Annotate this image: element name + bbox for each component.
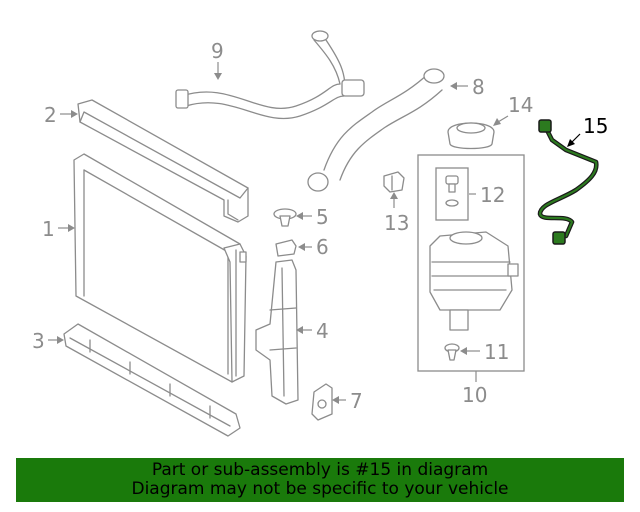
callout-13: 13 bbox=[384, 192, 409, 235]
part-1-radiator bbox=[73, 153, 247, 383]
callout-7-label: 7 bbox=[350, 389, 363, 413]
callout-14-label: 14 bbox=[508, 93, 533, 117]
part-7-bracket bbox=[311, 383, 333, 421]
callout-11: 11 bbox=[460, 340, 509, 364]
callout-10-label: 10 bbox=[462, 383, 487, 407]
part-10-expansion-tank-box bbox=[417, 154, 525, 372]
callout-4-label: 4 bbox=[316, 319, 329, 343]
callout-14: 14 bbox=[493, 93, 533, 126]
callout-11-label: 11 bbox=[484, 340, 509, 364]
callout-1-label: 1 bbox=[42, 217, 55, 241]
part-9-upper-hose bbox=[175, 30, 365, 120]
callout-8-label: 8 bbox=[472, 75, 485, 99]
part-3-lower-deflector bbox=[63, 323, 241, 437]
callout-10: 10 bbox=[462, 371, 487, 407]
part-8-lower-hose bbox=[307, 68, 445, 192]
callout-4: 4 bbox=[296, 319, 329, 343]
part-4-side-duct bbox=[255, 259, 299, 405]
callout-13-label: 13 bbox=[384, 211, 409, 235]
part-15-sensor-harness bbox=[537, 119, 599, 245]
callout-15-label: 15 bbox=[583, 114, 608, 138]
callout-1: 1 bbox=[42, 217, 75, 241]
callout-9-label: 9 bbox=[211, 39, 224, 63]
callout-5-label: 5 bbox=[316, 205, 329, 229]
callout-3-label: 3 bbox=[32, 329, 45, 353]
callout-6: 6 bbox=[298, 235, 329, 259]
part-13-clamp bbox=[383, 171, 405, 193]
callout-9: 9 bbox=[211, 39, 224, 80]
part-5-clip bbox=[273, 208, 297, 227]
callout-12: 12 bbox=[469, 183, 505, 207]
part-14-cap bbox=[447, 122, 495, 150]
callout-2: 2 bbox=[44, 103, 78, 127]
callout-6-label: 6 bbox=[316, 235, 329, 259]
part-6-retainer bbox=[275, 239, 297, 257]
part-2-upper-support bbox=[77, 99, 249, 223]
banner-line-2: Diagram may not be specific to your vehi… bbox=[131, 479, 509, 499]
callout-15: 15 bbox=[567, 114, 608, 147]
callout-2-label: 2 bbox=[44, 103, 57, 127]
callout-5: 5 bbox=[296, 205, 329, 229]
callout-8: 8 bbox=[450, 75, 485, 99]
callout-12-label: 12 bbox=[480, 183, 505, 207]
callout-7: 7 bbox=[332, 389, 363, 413]
info-banner: Part or sub-assembly is #15 in diagram D… bbox=[16, 458, 624, 502]
banner-line-1: Part or sub-assembly is #15 in diagram bbox=[151, 460, 489, 480]
callout-3: 3 bbox=[32, 329, 64, 353]
